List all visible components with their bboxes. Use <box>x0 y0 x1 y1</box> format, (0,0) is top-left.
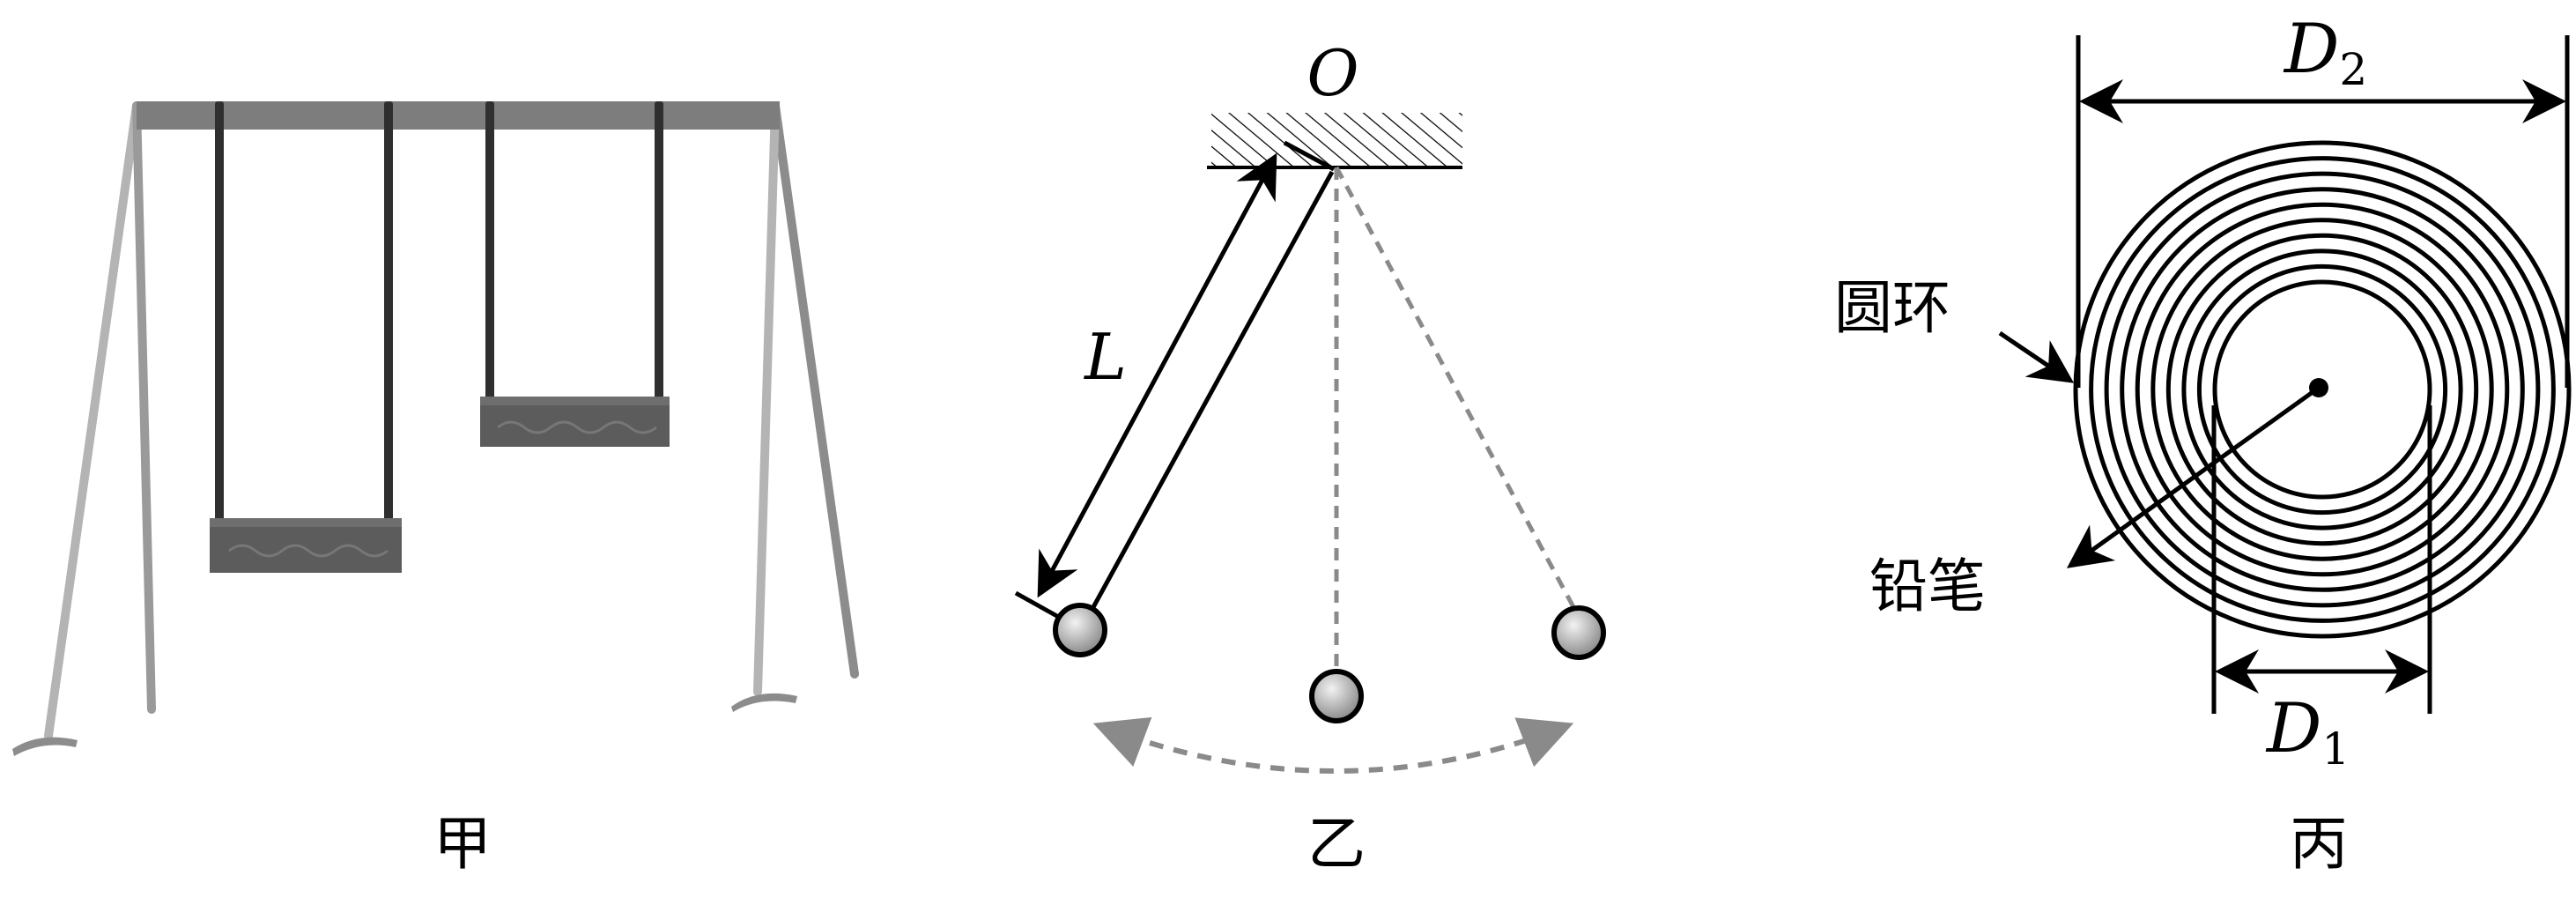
swing2-seat-top <box>480 397 670 405</box>
left-outer-leg <box>44 101 141 740</box>
caption-yi: 乙 <box>1307 810 1366 878</box>
ring-6 <box>2150 218 2494 561</box>
concentric-rings <box>2073 140 2572 639</box>
ring-1 <box>2073 140 2572 639</box>
length-tick-bottom <box>1014 590 1063 621</box>
ring-7 <box>2165 233 2479 546</box>
dashed-string-right <box>1334 166 1581 619</box>
swing1-seat-pattern <box>228 544 389 558</box>
right-inner-leg <box>753 101 780 696</box>
bob-left <box>1053 603 1107 657</box>
crossbar <box>137 101 780 130</box>
right-outer-leg <box>771 101 859 679</box>
caption-jia: 甲 <box>433 810 492 878</box>
d2-label: D2 <box>2283 10 2367 95</box>
swing2-seat-pattern <box>497 420 657 434</box>
length-arrow <box>1037 152 1277 598</box>
right-foot <box>731 693 797 712</box>
length-label-l: L <box>1083 320 1127 394</box>
ring-9 <box>2196 263 2448 516</box>
left-inner-leg <box>132 101 156 714</box>
swing2-rope-left <box>485 101 494 447</box>
ring-10 <box>2212 279 2432 500</box>
swing1-rope-right <box>384 101 393 573</box>
ceiling-hatch <box>1211 113 1462 166</box>
swing-arc <box>1092 716 1574 774</box>
pendulum-string <box>1085 170 1335 619</box>
panel-coil: D2 D1 圆环 铅笔 丙 <box>1834 10 2572 878</box>
ring-3 <box>2104 171 2541 608</box>
ring-leader-arrow <box>1998 330 2075 383</box>
ring-4 <box>2120 187 2525 592</box>
bob-right <box>1551 605 1606 660</box>
d1-label: D1 <box>2265 689 2350 775</box>
length-tick-top <box>1283 140 1336 172</box>
ring-8 <box>2181 249 2463 530</box>
swing2-rope-right <box>655 101 663 447</box>
bob-center <box>1309 669 1364 723</box>
panel-pendulum: O L 乙 <box>1014 36 1606 878</box>
ring-label: 圆环 <box>1834 274 1951 342</box>
pencil-label: 铅笔 <box>1869 553 1986 620</box>
ring-5 <box>2135 202 2510 577</box>
pivot-label-o: O <box>1307 36 1358 110</box>
panel-swing-set: 甲 <box>12 101 859 878</box>
caption-bing: 丙 <box>2290 810 2348 878</box>
left-foot <box>12 737 78 756</box>
ring-2 <box>2089 156 2556 623</box>
swing1-seat-top <box>210 518 402 527</box>
swing1-rope-left <box>215 101 224 573</box>
pencil-line <box>2066 385 2321 568</box>
